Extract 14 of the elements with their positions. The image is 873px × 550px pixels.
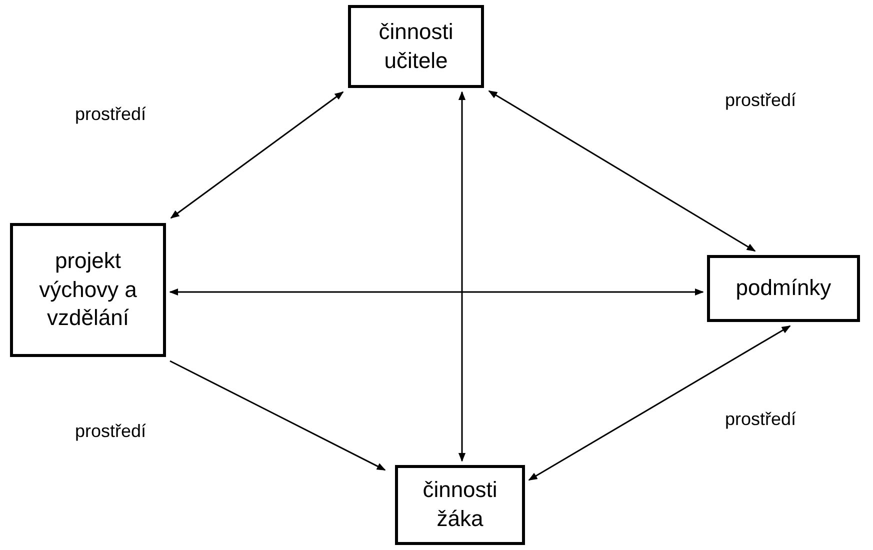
concept-box: podmínky bbox=[707, 255, 860, 322]
environment-label: prostředí bbox=[725, 90, 796, 111]
concept-box: projekt výchovy a vzdělání bbox=[10, 223, 166, 357]
concept-box: činnosti učitele bbox=[348, 5, 484, 88]
environment-label: prostředí bbox=[75, 104, 146, 125]
double-arrow bbox=[528, 325, 791, 481]
environment-label: prostředí bbox=[75, 421, 146, 442]
double-arrow bbox=[170, 91, 344, 219]
double-arrow bbox=[170, 360, 386, 471]
double-arrow bbox=[458, 91, 466, 462]
double-arrow bbox=[169, 288, 704, 296]
environment-label: prostředí bbox=[725, 409, 796, 430]
concept-box: činnosti žáka bbox=[395, 465, 525, 545]
double-arrow bbox=[488, 90, 756, 252]
